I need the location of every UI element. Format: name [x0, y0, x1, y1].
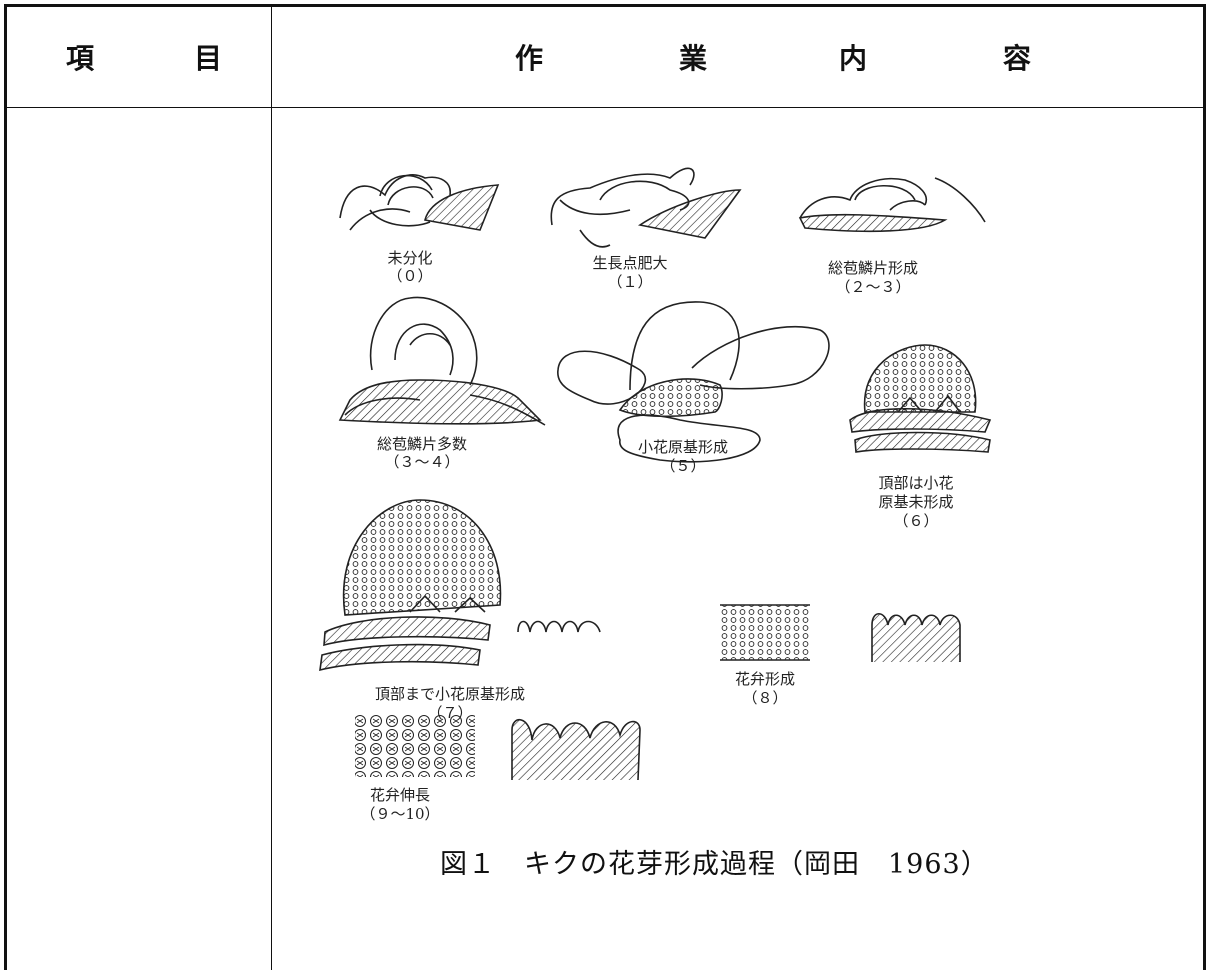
header-work-char: 容 [1003, 42, 1032, 75]
header-work-char: 作 [515, 42, 544, 75]
stage-0-drawing [339, 174, 500, 231]
stage-label: 頂部まで小花原基形成 [375, 685, 525, 703]
work-table: 項 目 作 業 内 容 [4, 4, 1206, 970]
stage-code: （１） [607, 273, 652, 291]
stage-label: 頂部は小花 [878, 474, 953, 492]
stage-3-drawing [338, 296, 546, 426]
stage-label: 花弁形成 [735, 670, 795, 688]
stage-label: 小花原基形成 [638, 438, 728, 456]
stage-code: （６） [893, 512, 938, 530]
header-item-char: 目 [194, 42, 223, 75]
stage-code: （２～３） [835, 278, 910, 296]
stage-code: （３～４） [384, 453, 459, 471]
header-work: 作 業 内 容 [272, 7, 1203, 107]
figure-caption: 図１ キクの花芽形成過程（岡田 1963） [440, 849, 989, 880]
stage-2-drawing [798, 177, 986, 233]
header-item-char: 項 [66, 42, 95, 75]
stage-label: 総苞鱗片形成 [828, 259, 918, 277]
stage-code: （９～10） [360, 805, 439, 823]
stage-9-drawing [355, 715, 641, 781]
stage-8-drawing [720, 604, 961, 662]
stage-code: （５） [660, 457, 705, 475]
header-work-char: 業 [679, 42, 708, 75]
stage-code: （７） [427, 704, 472, 722]
stage-label: 生長点肥大 [592, 254, 667, 272]
stage-5-drawing [557, 301, 830, 463]
stage-label: 総苞鱗片多数 [377, 435, 467, 453]
stage-1-drawing [550, 167, 742, 248]
column-separator [271, 4, 272, 970]
stage-6-drawing [849, 344, 992, 453]
stage-label: 原基未形成 [878, 493, 953, 511]
stage-label: 花弁伸長 [370, 786, 430, 804]
stage-code: （０） [387, 267, 432, 285]
stage-code: （８） [742, 689, 787, 707]
header-item: 項 目 [4, 7, 271, 107]
table-top-border [4, 4, 1206, 7]
stage-7-drawing [319, 499, 601, 672]
stage-label: 未分化 [387, 249, 432, 267]
table-right-border [1203, 4, 1206, 970]
header-separator [4, 107, 1206, 108]
table-left-border [4, 4, 7, 970]
header-work-char: 内 [839, 42, 868, 75]
